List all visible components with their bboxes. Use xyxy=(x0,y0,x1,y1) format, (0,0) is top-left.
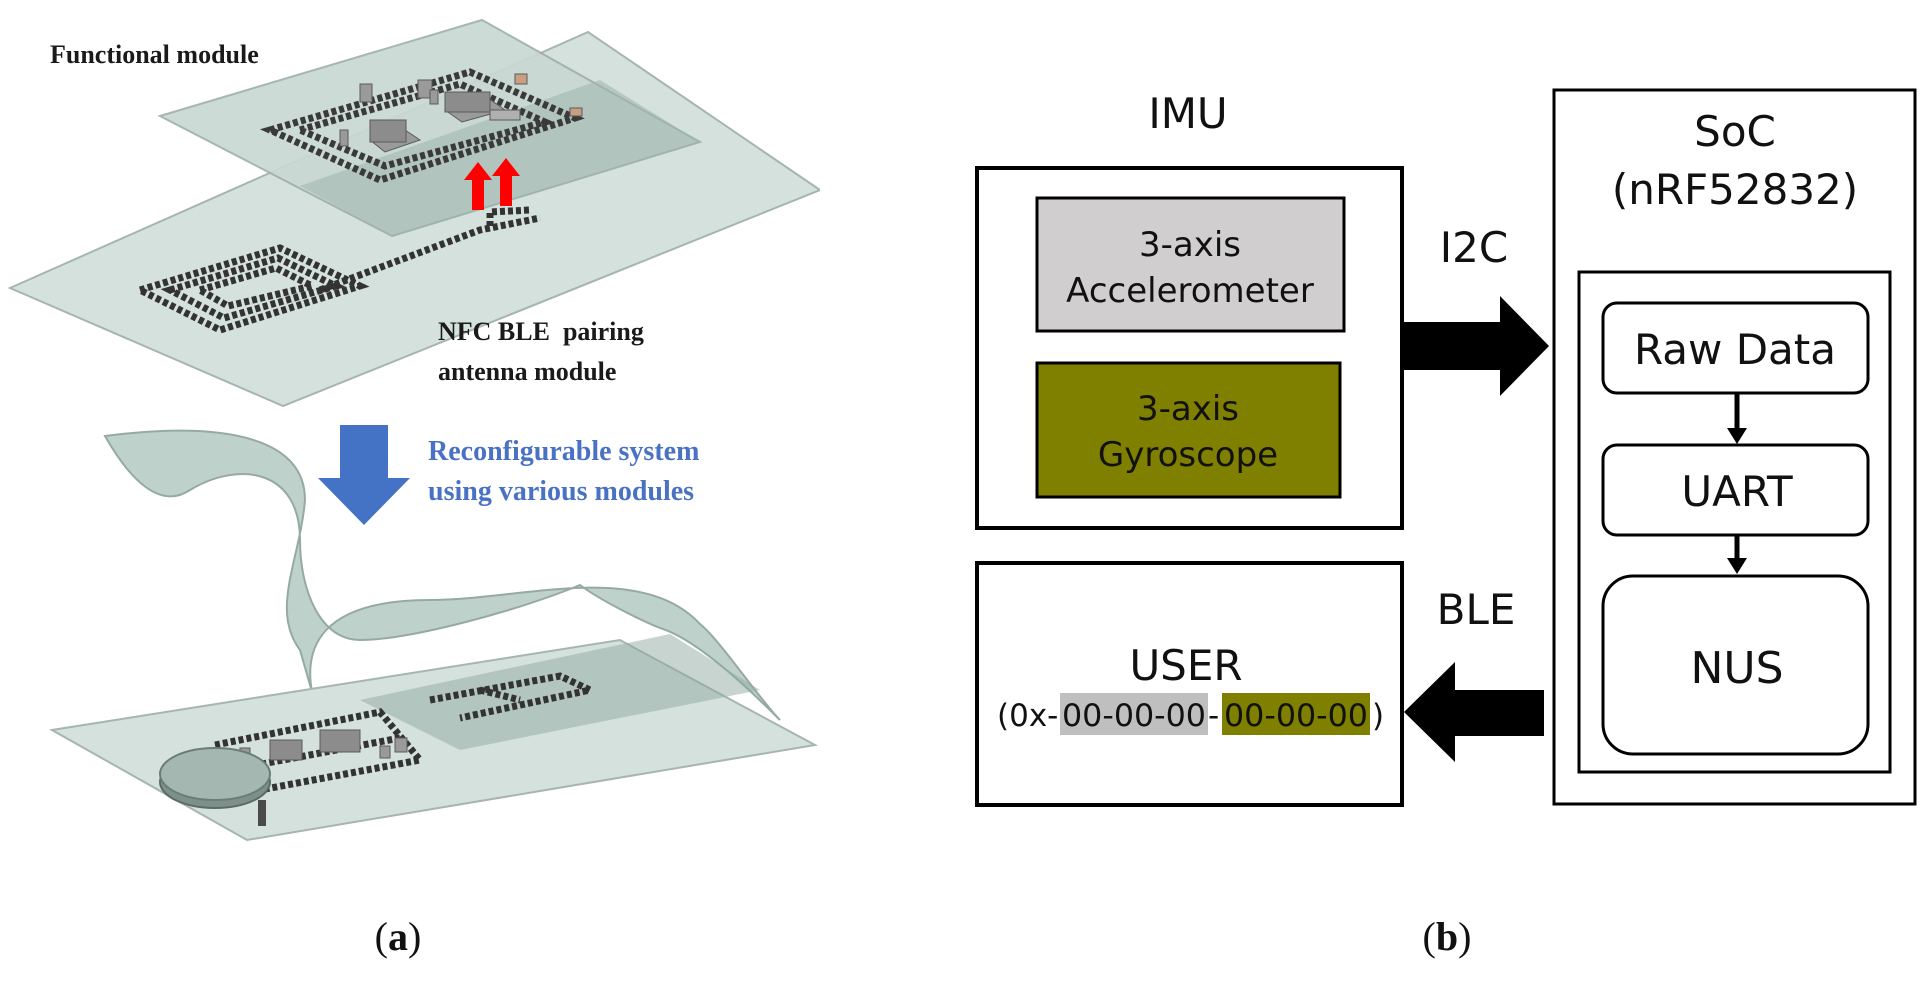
down-arrow-icon xyxy=(318,425,410,525)
overlap-shade xyxy=(300,80,700,236)
gyroscope-box xyxy=(1035,361,1342,499)
soc-title-line1: SoC xyxy=(1694,107,1776,156)
battery-top xyxy=(159,747,271,801)
up-arrows-icon xyxy=(464,158,520,210)
flexible-sheet xyxy=(103,429,781,721)
raw-data-box xyxy=(1601,301,1870,395)
soc-box xyxy=(1552,88,1917,806)
antenna-coil xyxy=(130,206,541,334)
imu-box xyxy=(975,166,1404,530)
gyroscope-line2: Gyroscope xyxy=(1098,435,1278,475)
user-box xyxy=(975,561,1404,807)
user-address-sep: - xyxy=(1208,698,1219,734)
i2c-arrow-icon xyxy=(1404,296,1549,396)
ble-arrow-icon xyxy=(1404,662,1544,762)
user-title: USER xyxy=(1129,641,1242,690)
reconfig-label-line2: using various modules xyxy=(428,476,694,507)
panel-b-caption: (b) xyxy=(1423,914,1472,959)
reconfig-label-line1: Reconfigurable system xyxy=(428,436,699,467)
uart-box xyxy=(1601,443,1870,537)
raw-data-label: Raw Data xyxy=(1634,325,1836,374)
user-address: (0x-00-00-00-00-00-00) xyxy=(997,698,1384,734)
functional-module-label: Functional module xyxy=(50,40,259,69)
soc-inner-box xyxy=(1577,270,1892,774)
user-bytes-olive: 00-00-00 xyxy=(1224,698,1368,734)
accelerometer-box xyxy=(1035,196,1346,333)
i2c-label: I2C xyxy=(1440,223,1508,272)
functional-circuit xyxy=(259,68,585,184)
uart-to-nus-arrowhead-icon xyxy=(1727,558,1747,574)
nus-box xyxy=(1601,574,1870,756)
gyroscope-line1: 3-axis xyxy=(1137,389,1239,429)
imu-title: IMU xyxy=(1148,89,1227,138)
user-bytes-olive-bg xyxy=(1222,693,1370,735)
uart-label: UART xyxy=(1681,467,1793,516)
accelerometer-line1: 3-axis xyxy=(1139,225,1241,265)
user-bytes-gray-bg xyxy=(1060,693,1208,735)
panel-a-illustration: Functional module NFC BLE pairing antenn… xyxy=(7,18,820,959)
nfc-label-line1: NFC BLE pairing xyxy=(438,317,644,346)
raw-to-uart-arrowhead-icon xyxy=(1727,428,1747,444)
nfc-label-line2: antenna module xyxy=(438,357,616,386)
panel-a-caption: (a) xyxy=(375,914,422,959)
soc-title-line2: (nRF52832) xyxy=(1612,165,1858,214)
base-components xyxy=(239,729,408,761)
user-address-close: ) xyxy=(1372,698,1384,734)
base-overlay xyxy=(360,634,760,750)
accelerometer-line2: Accelerometer xyxy=(1066,271,1314,311)
user-address-open: (0x- xyxy=(997,698,1058,734)
battery-lead xyxy=(258,800,266,826)
user-bytes-gray: 00-00-00 xyxy=(1062,698,1206,734)
nus-label: NUS xyxy=(1690,643,1783,694)
functional-components xyxy=(339,73,583,153)
ble-label: BLE xyxy=(1437,585,1516,634)
